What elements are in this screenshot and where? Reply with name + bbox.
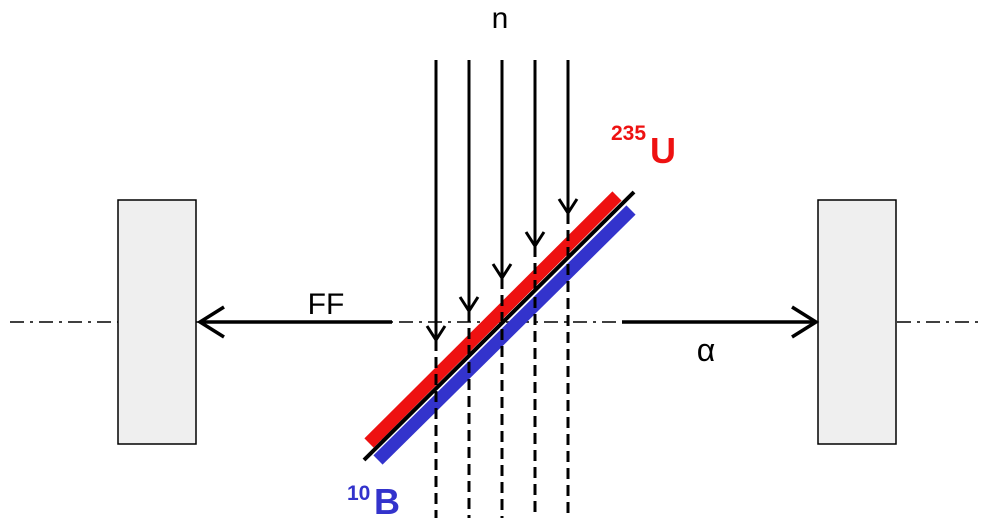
neutron-beam-2 xyxy=(458,60,480,314)
right-detector xyxy=(817,199,897,445)
uranium-mass-number: 235 xyxy=(611,122,646,145)
boron-layer xyxy=(373,205,636,465)
uranium-layer xyxy=(364,191,622,448)
uranium-label: 235 U xyxy=(611,122,676,171)
left-detector xyxy=(117,199,197,445)
fission-fragment-label: FF xyxy=(308,288,345,321)
neutron-beam-1 xyxy=(425,60,447,343)
neutron-beam-3 xyxy=(491,60,513,281)
alpha-arrow xyxy=(622,305,820,339)
alpha-label: α xyxy=(697,332,716,368)
uranium-symbol: U xyxy=(650,130,676,171)
foil-substrate xyxy=(362,190,636,462)
neutron-label: n xyxy=(492,2,509,35)
neutron-beam-5 xyxy=(557,60,579,216)
target-foil xyxy=(362,190,636,465)
boron-symbol: B xyxy=(374,481,400,518)
boron-mass-number: 10 xyxy=(347,482,370,505)
neutron-beam-4 xyxy=(524,60,546,249)
neutron-beam-continuations xyxy=(434,213,570,518)
boron-label: 10 B xyxy=(347,481,400,518)
fission-fragment-arrow xyxy=(196,305,392,339)
